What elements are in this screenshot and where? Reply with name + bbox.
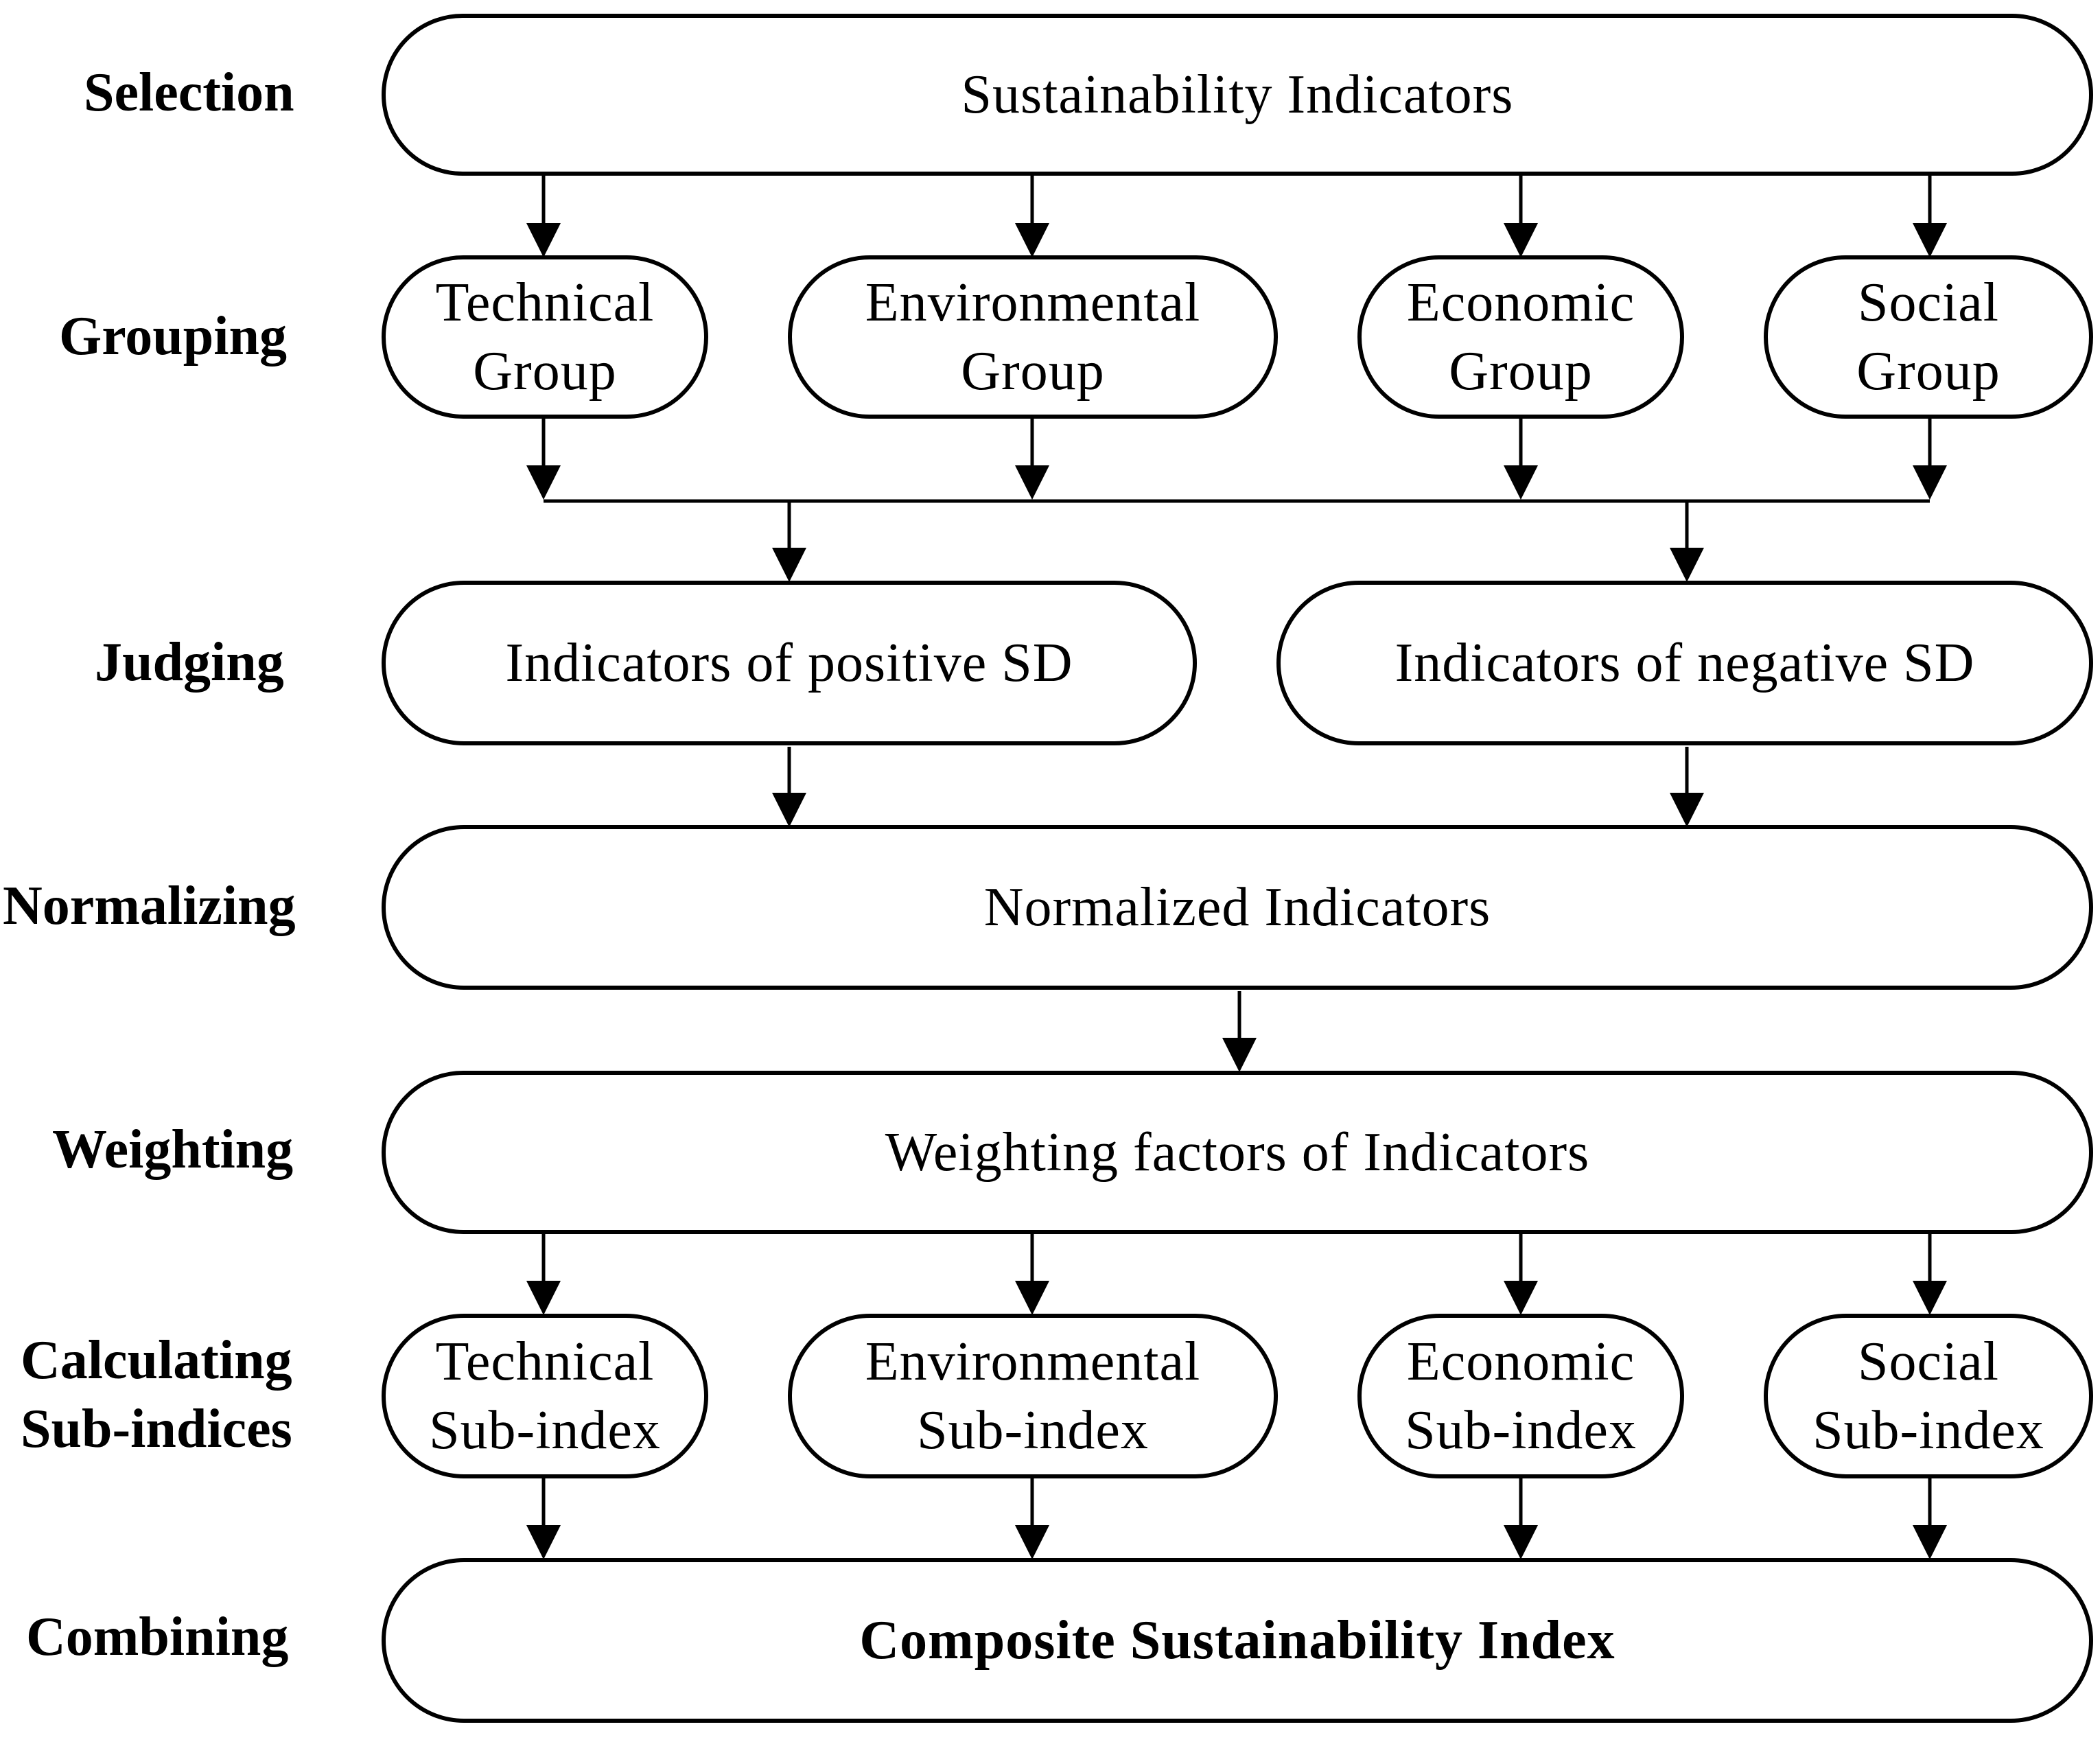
node-environmental-subindex-line1: Environmental [865,1332,1201,1392]
node-environmental-group-line1: Environmental [865,272,1201,333]
stage-label-selection: Selection [84,62,294,123]
node-negative-sd-label: Indicators of negative SD [1395,633,1975,693]
node-environmental-group-line2: Group [961,341,1105,402]
node-composite-index-label: Composite Sustainability Index [859,1610,1615,1671]
node-technical-group-line1: Technical [435,272,655,333]
node-composite-index: Composite Sustainability Index [382,1558,2093,1723]
node-social-group-line2: Group [1856,341,2000,402]
stage-label-calculating-line2: Sub-indices [21,1399,292,1459]
node-weighting-factors-label: Weighting factors of Indicators [885,1122,1590,1183]
node-technical-subindex-line1: Technical [435,1332,655,1392]
node-environmental-group: Environmental Group [788,255,1278,419]
stage-label-weighting: Weighting [52,1119,294,1180]
stage-label-calculating-line1: Calculating [21,1330,292,1391]
node-technical-subindex-line2: Sub-index [429,1400,661,1461]
stage-label-calculating: Calculating Sub-indices [21,1326,292,1463]
node-sustainability-indicators-label: Sustainability Indicators [961,65,1514,125]
node-social-subindex-line2: Sub-index [1812,1400,2044,1461]
node-social-group-line1: Social [1858,272,1999,333]
node-environmental-subindex: Environmental Sub-index [788,1314,1278,1478]
stage-label-normalizing: Normalizing [3,876,296,936]
stage-label-combining: Combining [26,1607,289,1667]
node-economic-group: Economic Group [1357,255,1684,419]
node-weighting-factors: Weighting factors of Indicators [382,1071,2093,1234]
node-economic-group-line2: Group [1449,341,1593,402]
node-social-subindex-line1: Social [1858,1332,1999,1392]
node-social-subindex: Social Sub-index [1764,1314,2093,1478]
node-technical-subindex: Technical Sub-index [382,1314,708,1478]
node-positive-sd: Indicators of positive SD [382,581,1197,745]
node-normalized-indicators-label: Normalized Indicators [983,877,1491,938]
node-economic-subindex: Economic Sub-index [1357,1314,1684,1478]
node-social-group: Social Group [1764,255,2093,419]
node-environmental-subindex-line2: Sub-index [917,1400,1149,1461]
node-technical-group-line2: Group [473,341,617,402]
stage-label-judging: Judging [95,632,284,693]
node-economic-subindex-line1: Economic [1406,1332,1635,1392]
stage-label-grouping: Grouping [59,306,287,367]
node-economic-group-line1: Economic [1406,272,1635,333]
node-normalized-indicators: Normalized Indicators [382,825,2093,990]
node-negative-sd: Indicators of negative SD [1276,581,2093,745]
node-sustainability-indicators: Sustainability Indicators [382,14,2093,176]
node-positive-sd-label: Indicators of positive SD [505,633,1073,693]
node-economic-subindex-line2: Sub-index [1405,1400,1637,1461]
node-technical-group: Technical Group [382,255,708,419]
